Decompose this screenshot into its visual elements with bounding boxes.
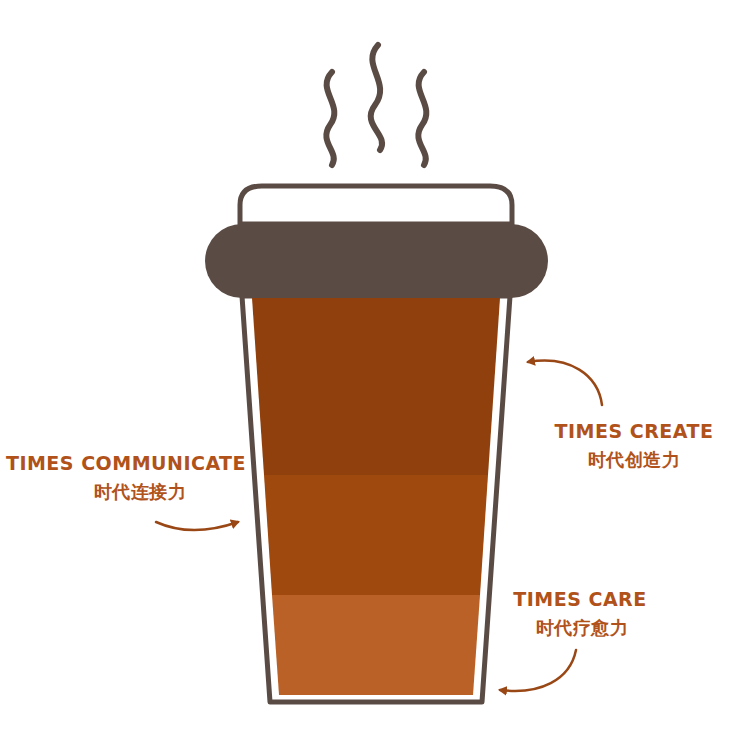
- lid-band: [205, 224, 548, 298]
- lid-top: [240, 186, 512, 224]
- leader-arrow: [528, 361, 602, 405]
- layer-bottom: [272, 595, 480, 695]
- cup-body: [242, 296, 510, 702]
- layer-top: [252, 298, 500, 475]
- label-english: TIMES CREATE: [555, 421, 714, 443]
- label-chinese: 时代连接力: [94, 482, 187, 503]
- label-english: TIMES CARE: [513, 589, 646, 611]
- leader-arrow: [156, 522, 238, 530]
- label-chinese: 时代创造力: [588, 450, 681, 471]
- layer-middle: [264, 475, 488, 595]
- leader-arrow: [500, 650, 576, 691]
- steam: [326, 45, 426, 165]
- label-chinese: 时代疗愈力: [536, 618, 629, 639]
- label-english: TIMES COMMUNICATE: [6, 453, 246, 475]
